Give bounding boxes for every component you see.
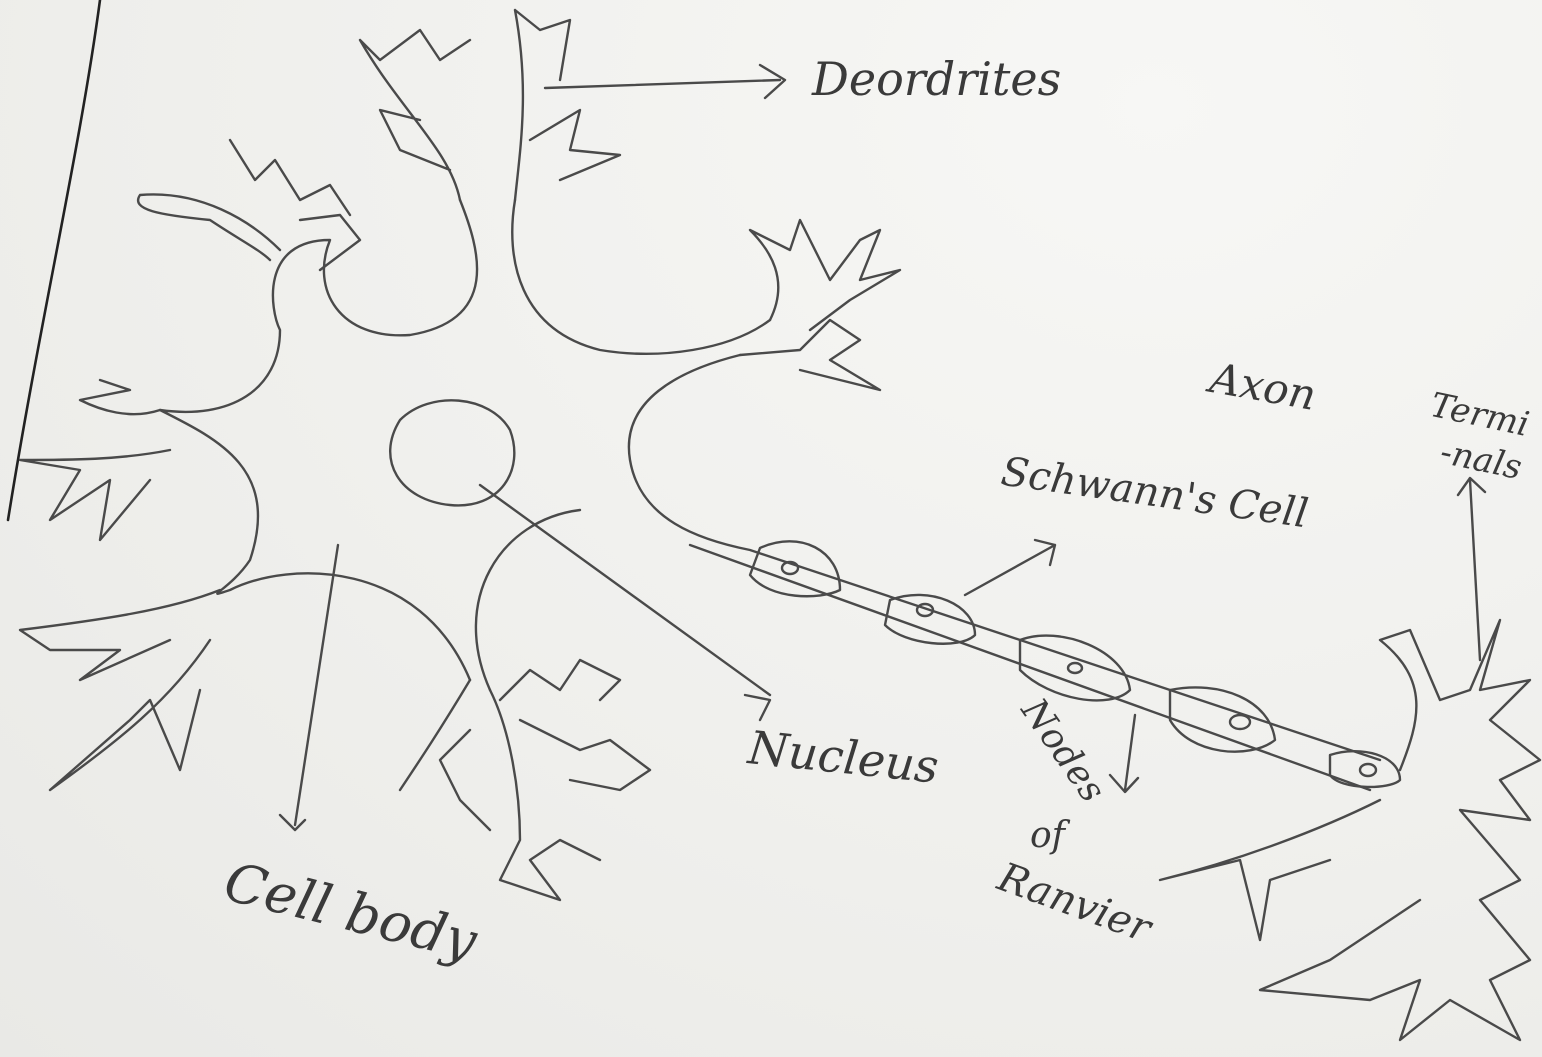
dendrite-right bbox=[740, 220, 900, 390]
dendrite-top bbox=[360, 10, 620, 200]
nodes-pointer bbox=[1110, 715, 1138, 792]
axon-terminals bbox=[1160, 620, 1540, 1040]
schwann-cell-1 bbox=[750, 541, 840, 596]
schwann-pointer bbox=[965, 540, 1055, 595]
dendrite-lower-middle bbox=[400, 660, 650, 900]
cell-body-outline bbox=[160, 200, 477, 680]
dendrite-left bbox=[20, 380, 170, 540]
dendrites-pointer bbox=[545, 65, 785, 98]
cell-body-lower-right bbox=[476, 510, 580, 690]
dendrites-label: Deordrites bbox=[812, 52, 1061, 106]
schwann-cell-5 bbox=[1330, 751, 1400, 787]
nucleus-pointer bbox=[480, 485, 770, 720]
page-margin-line bbox=[8, 0, 100, 520]
axon-upper-edge bbox=[629, 355, 1380, 760]
dendrite-lower-left bbox=[20, 590, 220, 790]
cell-body-pointer bbox=[280, 545, 338, 830]
cell-body-upper-right bbox=[512, 200, 770, 354]
terminals-pointer bbox=[1458, 478, 1485, 660]
nodes-of-ranvier-label-line2: of bbox=[1030, 815, 1065, 856]
nucleus-outline bbox=[390, 400, 514, 505]
